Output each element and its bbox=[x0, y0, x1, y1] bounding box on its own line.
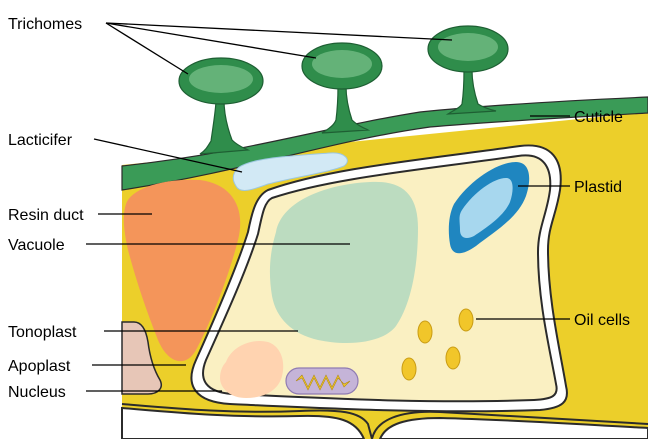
label-tonoplast: Tonoplast bbox=[8, 324, 77, 341]
label-nucleus: Nucleus bbox=[8, 384, 66, 401]
label-vacuole: Vacuole bbox=[8, 237, 65, 254]
label-plastid: Plastid bbox=[574, 179, 622, 196]
trichome-left bbox=[179, 58, 263, 154]
label-lacticifer: Lacticifer bbox=[8, 132, 73, 149]
label-oil-cells: Oil cells bbox=[574, 312, 630, 329]
trichome-middle bbox=[302, 43, 382, 133]
label-trichomes: Trichomes bbox=[8, 16, 82, 33]
label-cuticle: Cuticle bbox=[574, 109, 623, 126]
nucleolus bbox=[286, 368, 358, 394]
label-resin-duct: Resin duct bbox=[8, 207, 84, 224]
label-apoplast: Apoplast bbox=[8, 358, 71, 375]
